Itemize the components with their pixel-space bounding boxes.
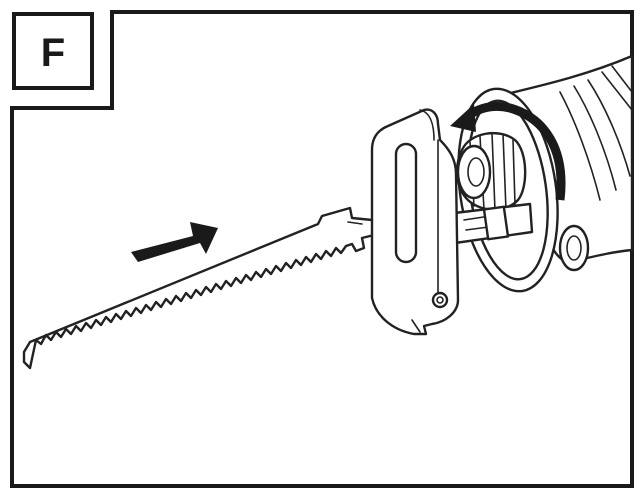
saw-blade <box>22 206 380 370</box>
arrow-right-icon <box>131 222 218 262</box>
step-label-box: F <box>12 12 94 90</box>
step-label: F <box>41 31 65 75</box>
rotate-counterclockwise-icon <box>450 101 566 201</box>
plunger-shaft <box>444 202 534 246</box>
saw-shoe <box>370 108 460 336</box>
figure-frame <box>10 10 634 488</box>
clamp-knob <box>455 132 527 212</box>
